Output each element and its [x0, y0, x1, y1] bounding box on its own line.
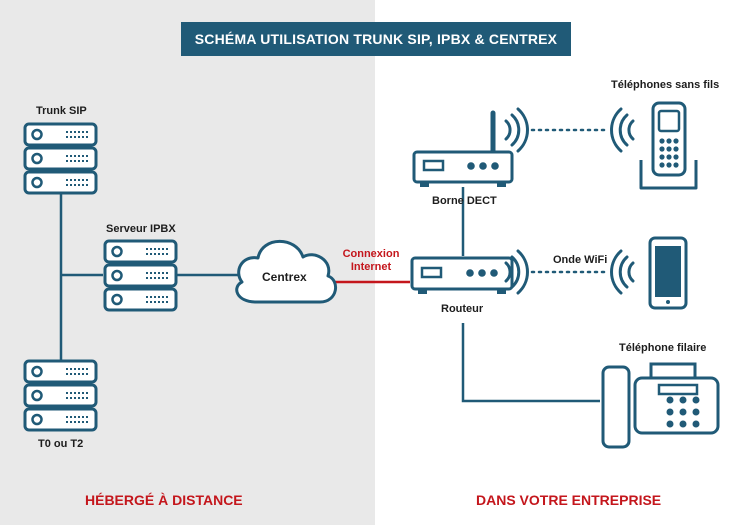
smartphone-signal-icon: [610, 249, 635, 295]
connexion-text: Connexion: [342, 248, 400, 260]
in-company-heading: DANS VOTRE ENTREPRISE: [476, 492, 662, 508]
dect-signal-waves-icon: [504, 107, 529, 153]
router-phone-line: [461, 323, 600, 403]
dect-base-icon: [412, 110, 514, 187]
internet-connection-label: Connexion Internet: [338, 248, 404, 274]
remote-hosted-heading: HÉBERGÉ À DISTANCE: [85, 492, 243, 508]
t0-t2-server-icon: [23, 359, 98, 432]
dect-base-label: Borne DECT: [432, 195, 497, 207]
page-title: SCHÉMA UTILISATION TRUNK SIP, IPBX & CEN…: [181, 22, 571, 56]
cordless-phone-signal-icon: [610, 107, 635, 153]
router-label: Routeur: [441, 303, 484, 315]
wired-phone-icon: [601, 362, 720, 449]
wired-phone-label: Téléphone filaire: [619, 342, 707, 354]
ipbx-server-label: Serveur IPBX: [106, 223, 176, 235]
cordless-phone-icon: [639, 101, 698, 190]
t0-t2-label: T0 ou T2: [38, 438, 84, 450]
smartphone-icon: [648, 236, 688, 310]
cloud-icon: [235, 240, 337, 304]
internet-text: Internet: [350, 261, 392, 273]
wifi-label: Onde WiFi: [553, 254, 608, 266]
router-icon: [410, 256, 514, 294]
ipbx-server-icon: [103, 239, 178, 312]
wifi-waves-icon: [504, 249, 529, 295]
cordless-phones-label: Téléphones sans fils: [611, 79, 720, 91]
trunk-sip-label: Trunk SIP: [36, 105, 87, 117]
centrex-label: Centrex: [262, 270, 307, 284]
trunk-sip-server-icon: [23, 122, 98, 195]
